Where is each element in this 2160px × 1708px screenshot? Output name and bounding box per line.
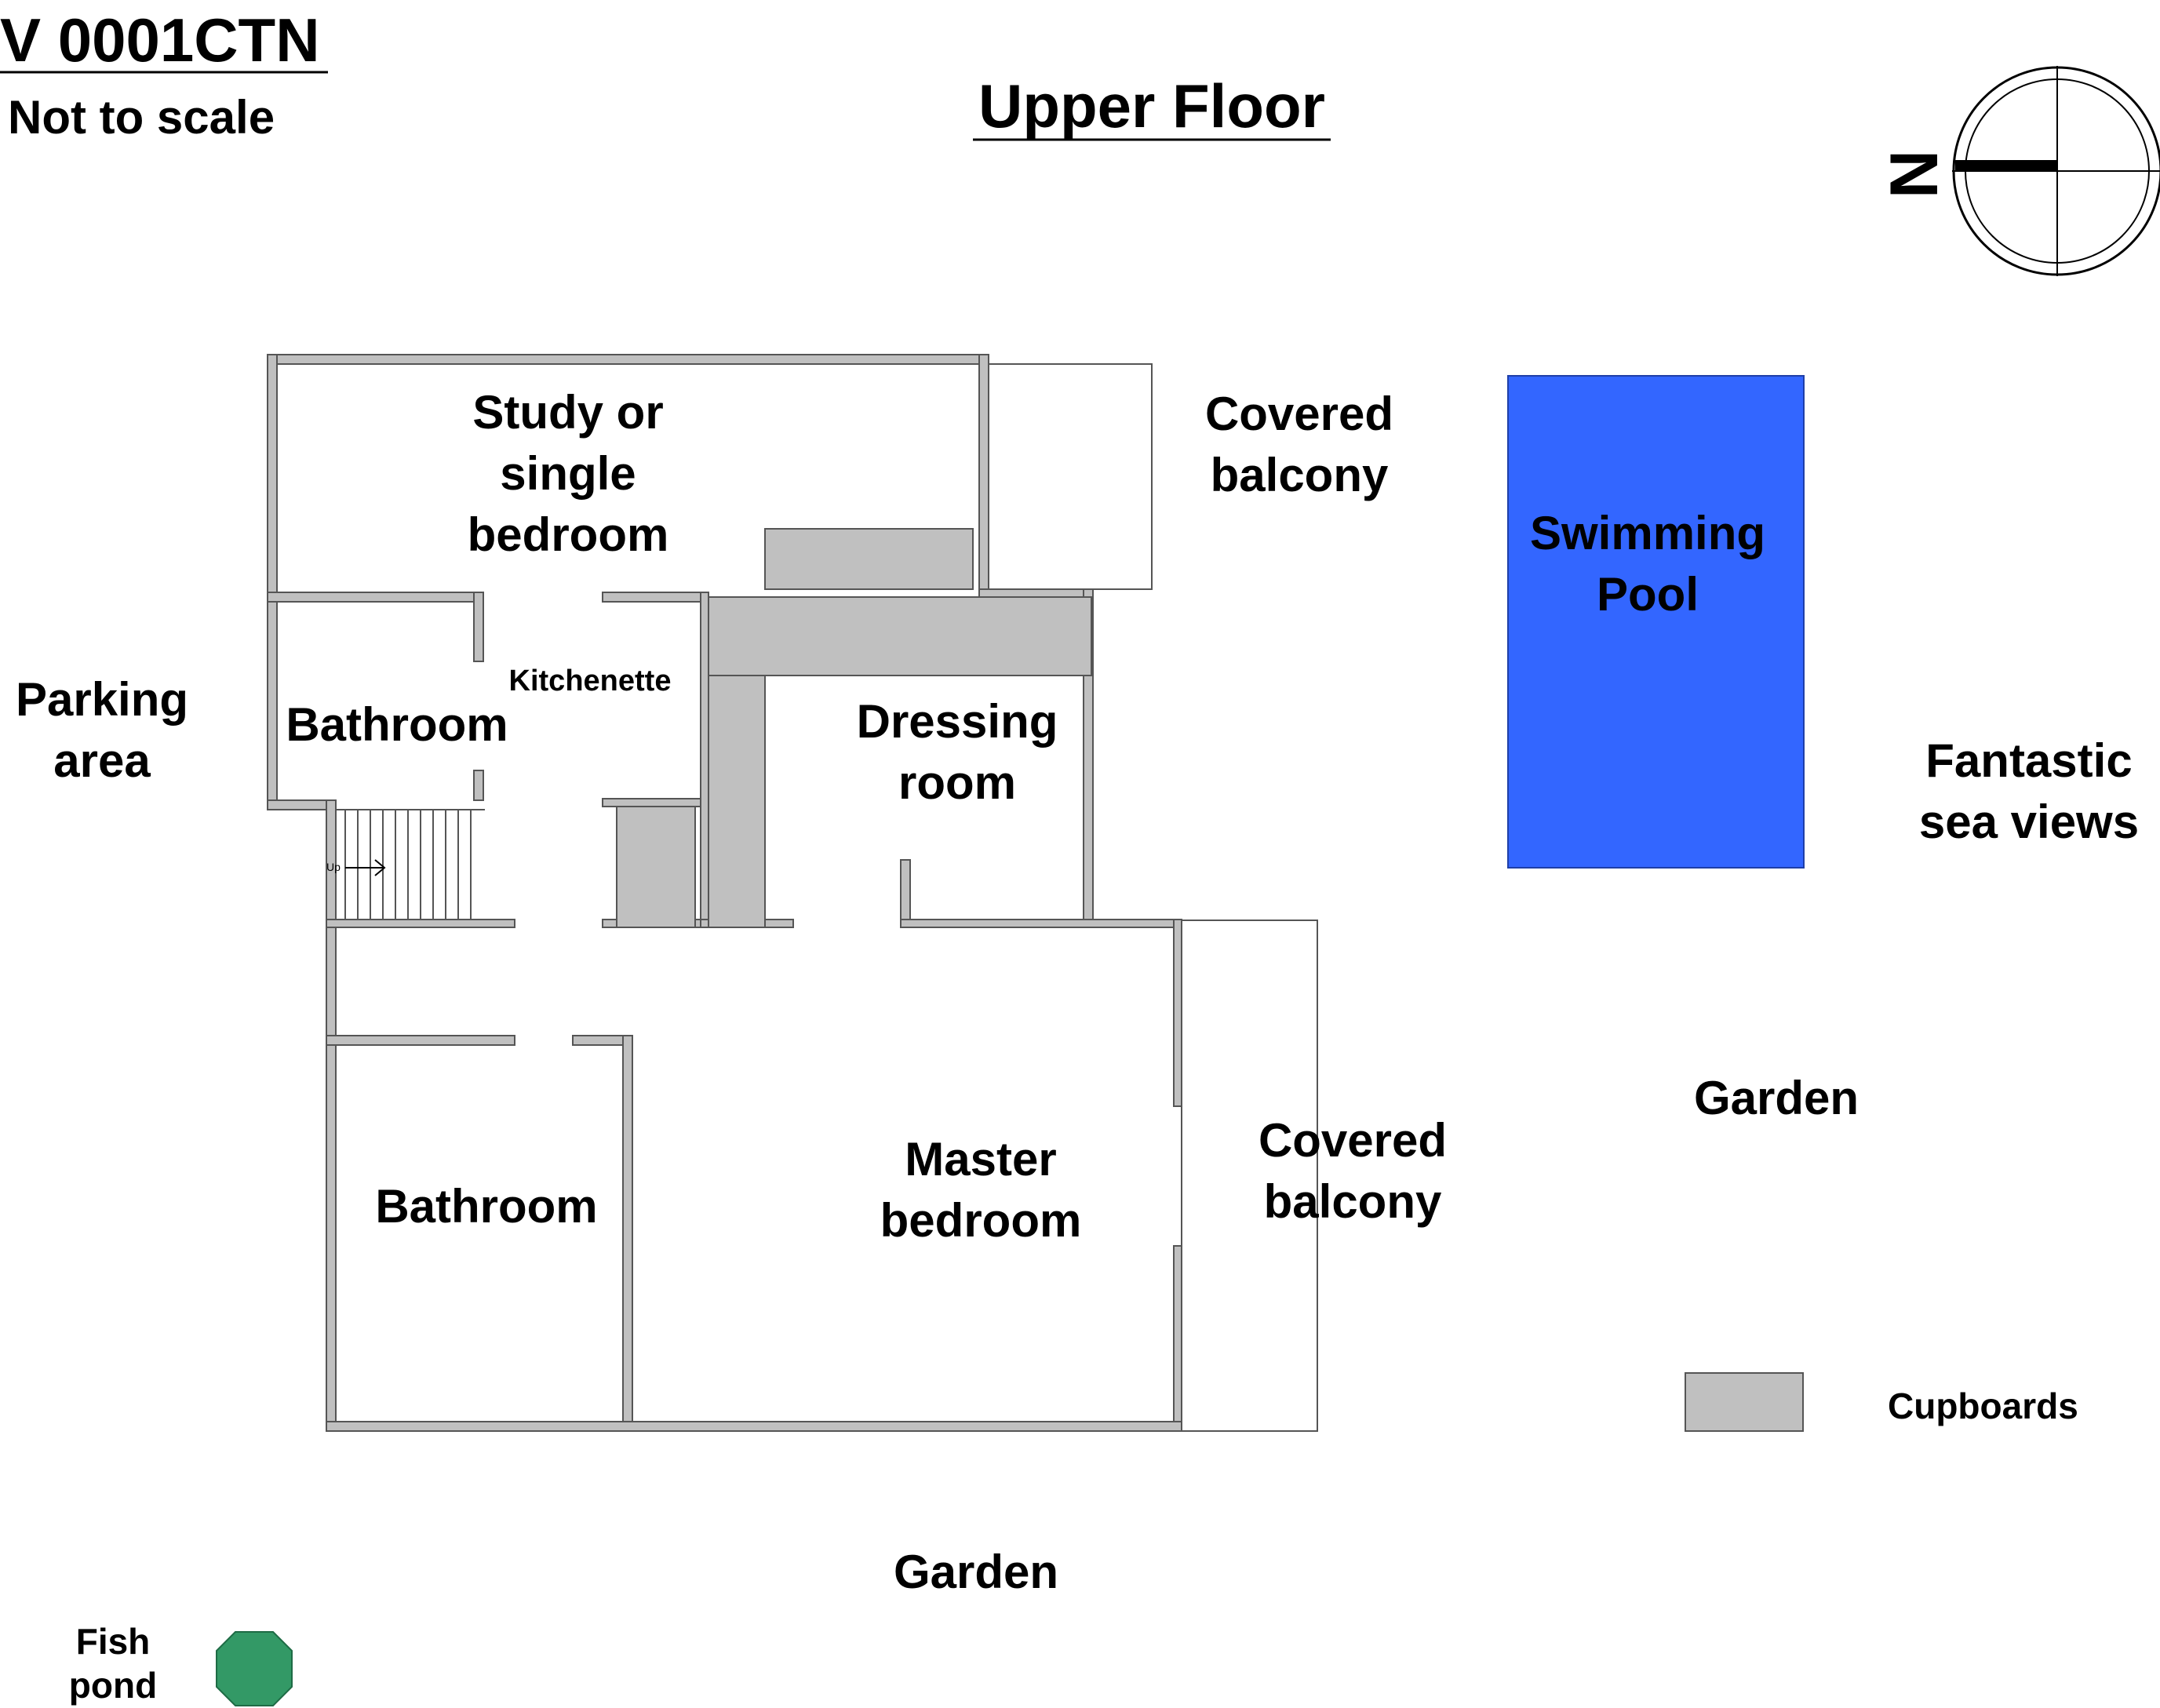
compass-rose: N: [1875, 66, 2160, 276]
kitchenette-label: Kitchenette: [509, 665, 672, 697]
garden-bottom-label: Garden: [894, 1546, 1058, 1598]
bathroom-lower-label: Bathroom: [375, 1180, 597, 1233]
sea-views-label-2: sea views: [1919, 796, 2139, 848]
scale-note: Not to scale: [8, 91, 275, 144]
cupboard-kitchenette: [616, 806, 696, 928]
surroundings-labels: Parking area Covered balcony Swimming Po…: [16, 388, 2139, 1706]
fish-pond: [216, 1631, 293, 1706]
room-labels: Study or single bedroom Bathroom Kitchen…: [286, 386, 1081, 1247]
fish-pond-label-2: pond: [69, 1665, 157, 1706]
fish-pond-label-1: Fish: [76, 1621, 151, 1662]
walls: [267, 354, 1182, 1432]
floor-title: Upper Floor: [978, 71, 1325, 140]
swimming-pool: [1507, 375, 1805, 869]
compass-needle: [1955, 160, 2057, 171]
cupboard-dressing-side: [708, 675, 766, 928]
balcony-top-label-2: balcony: [1211, 449, 1389, 501]
cupboard-study: [764, 528, 974, 590]
study-label-2: single: [500, 447, 636, 500]
pool-label-1: Swimming: [1530, 507, 1765, 559]
balcony-right-label-1: Covered: [1258, 1114, 1447, 1167]
study-label-1: Study or: [472, 386, 663, 439]
property-ref: V 0001CTN: [0, 5, 320, 75]
master-label-2: bedroom: [880, 1194, 1082, 1247]
dressing-label-1: Dressing: [857, 695, 1058, 748]
covered-balcony-right-outline: [1181, 920, 1318, 1432]
north-label: N: [1875, 150, 1951, 198]
bathroom-upper-label: Bathroom: [286, 698, 508, 751]
stair-up-label: Up: [326, 861, 341, 873]
study-label-3: bedroom: [468, 508, 669, 561]
cupboard-dressing-top: [708, 596, 1092, 676]
parking-label-1: Parking: [16, 673, 188, 726]
balcony-right-label-2: balcony: [1264, 1175, 1442, 1228]
sea-views-label-1: Fantastic: [1925, 734, 2132, 787]
dressing-label-2: room: [898, 756, 1016, 809]
garden-right-label: Garden: [1694, 1072, 1859, 1124]
balcony-top-label-1: Covered: [1205, 388, 1393, 440]
parking-label-2: area: [53, 734, 151, 787]
covered-balcony-top-outline: [984, 363, 1153, 590]
staircase: [336, 809, 485, 928]
pool-label-2: Pool: [1597, 568, 1699, 621]
master-label-1: Master: [905, 1133, 1056, 1185]
legend-cupboards-label: Cupboards: [1888, 1386, 2078, 1426]
legend-cupboard-swatch: [1685, 1372, 1804, 1432]
cupboards: [616, 528, 1092, 928]
legend: Cupboards: [1685, 1372, 2078, 1432]
